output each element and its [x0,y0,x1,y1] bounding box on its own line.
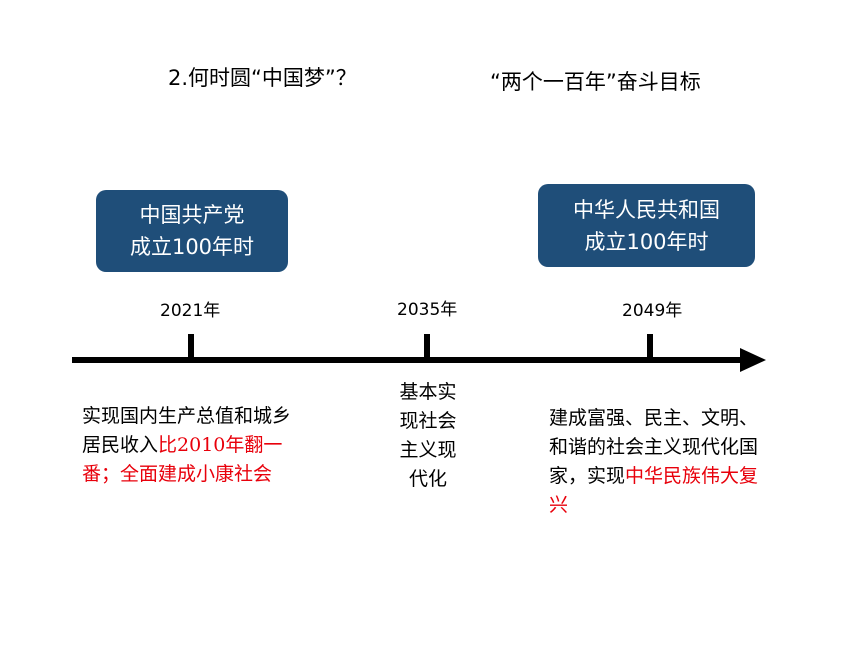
goal-2021-highlight: 比2010年翻一番；全面建成小康社会 [82,434,283,485]
goal-2035-text: 基本实 现社会 主义现 代化 [378,378,478,494]
year-2021: 2021年 [160,301,221,321]
timeline-axis [72,357,748,363]
box-prc-line2: 成立100年时 [584,229,709,254]
tick-2021 [188,334,194,358]
year-2049: 2049年 [622,301,683,321]
goal-2049-highlight: 中华民族伟大复兴 [549,465,759,516]
box-party-line2: 成立100年时 [129,235,255,259]
box-prc-line1: 中华人民共和国 [573,197,720,222]
goals-title: “两个一百年”奋斗目标 [490,70,701,94]
box-party-line1: 中国共产党 [139,203,245,227]
goal-2035-line1: 基本实 [399,381,457,403]
box-prc-centenary: 中华人民共和国 成立100年时 [538,184,755,267]
goal-2049-plain: 建成富强、民主、文明、和谐的社会主义现代化国家，实现 [549,407,759,487]
goal-2035-line2: 现社会 [399,410,457,432]
goal-2021-plain: 实现国内生产总值和城乡居民收入 [82,405,292,456]
question-title: 2.何时圆“中国梦”？ [168,66,357,90]
timeline-arrowhead [740,348,766,372]
goal-2035-line4: 代化 [408,468,447,490]
tick-2049 [647,334,653,358]
year-2035: 2035年 [397,300,458,320]
box-party-centenary: 中国共产党 成立100年时 [96,190,288,272]
tick-2035 [424,334,430,358]
goal-2021-text: 实现国内生产总值和城乡居民收入比2010年翻一番；全面建成小康社会 [82,402,300,489]
goal-2035-line3: 主义现 [399,439,457,461]
goal-2049-text: 建成富强、民主、文明、和谐的社会主义现代化国家，实现中华民族伟大复兴 [549,404,767,520]
